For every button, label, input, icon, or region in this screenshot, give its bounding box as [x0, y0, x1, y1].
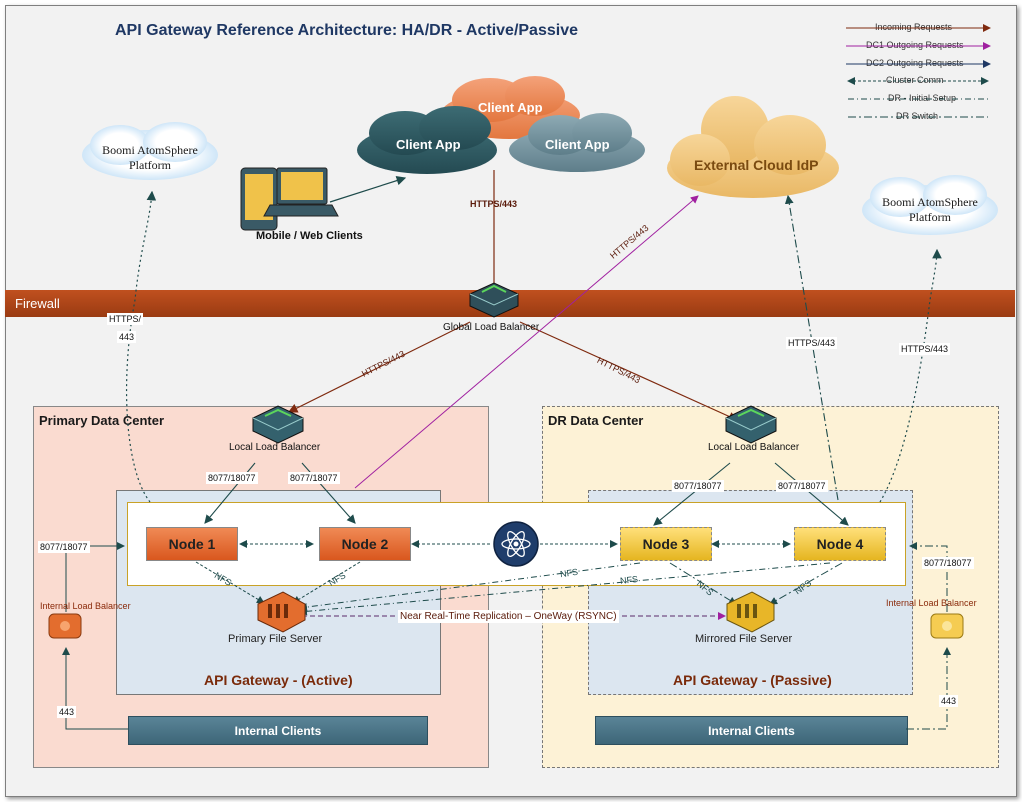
- legend-dc1-outgoing: DC1 Outgoing Requests: [866, 40, 964, 50]
- client-app-right-label: Client App: [545, 137, 610, 152]
- primary-internal-lb-label: Internal Load Balancer: [40, 601, 131, 611]
- dr-port-right-label: 8077/18077: [776, 480, 828, 492]
- https-boomi-right-label: HTTPS/443: [899, 343, 951, 355]
- global-load-balancer-icon: [469, 282, 519, 318]
- diagram-title: API Gateway Reference Architecture: HA/D…: [115, 22, 578, 39]
- primary-internal-lb-icon: [48, 613, 82, 639]
- legend-dr-switch: DR Switch: [896, 111, 939, 121]
- replication-label: Near Real-Time Replication – OneWay (RSY…: [398, 610, 619, 623]
- global-lb-label: Global Load Balancer: [443, 322, 540, 333]
- primary-443-label: 443: [57, 706, 77, 718]
- https-boomi-left-label-2: 443: [117, 331, 137, 343]
- mirrored-file-server-label: Mirrored File Server: [695, 633, 793, 645]
- mobile-web-clients-label: Mobile / Web Clients: [256, 230, 363, 242]
- dr-local-lb-icon: [725, 405, 777, 444]
- cluster-hub-icon: [493, 521, 539, 567]
- client-app-left-label: Client App: [396, 137, 461, 152]
- primary-dc-title: Primary Data Center: [39, 413, 164, 428]
- firewall-label: Firewall: [15, 296, 60, 311]
- node-4: Node 4: [794, 527, 886, 561]
- primary-internal-clients: Internal Clients: [128, 716, 428, 745]
- dr-gateway-title: API Gateway - (Passive): [673, 672, 832, 688]
- client-app-top-label: Client App: [478, 100, 543, 115]
- https-top-label: HTTPS/443: [470, 199, 518, 209]
- dr-internal-lb-icon: [930, 613, 964, 639]
- primary-file-server-icon: [257, 591, 306, 633]
- primary-port-left-label: 8077/18077: [206, 472, 258, 484]
- primary-file-server-label: Primary File Server: [228, 633, 323, 645]
- external-idp-cloud: [667, 96, 839, 198]
- dr-443-label: 443: [939, 695, 959, 707]
- legend-dr-initial: DR - Initial Setup: [888, 93, 957, 103]
- boomi-cloud-left: [82, 122, 218, 180]
- node-1: Node 1: [146, 527, 238, 561]
- node-2: Node 2: [319, 527, 411, 561]
- dr-internal-port-label: 8077/18077: [922, 557, 974, 569]
- legend-dc2-outgoing: DC2 Outgoing Requests: [866, 58, 964, 68]
- dr-port-left-label: 8077/18077: [672, 480, 724, 492]
- mirrored-file-server-icon: [726, 591, 775, 633]
- legend-incoming: Incoming Requests: [875, 22, 953, 32]
- dr-local-lb-label: Local Load Balancer: [708, 442, 800, 453]
- external-idp-label: External Cloud IdP: [694, 157, 819, 173]
- dr-internal-lb-label: Internal Load Balancer: [886, 598, 977, 608]
- boomi-left-label: Boomi AtomSphere Platform: [102, 143, 198, 172]
- primary-port-right-label: 8077/18077: [288, 472, 340, 484]
- https-boomi-left-label-1: HTTPS/: [107, 313, 144, 325]
- primary-internal-port-label: 8077/18077: [38, 541, 90, 553]
- boomi-cloud-right: [862, 175, 998, 235]
- dr-internal-clients: Internal Clients: [595, 716, 908, 745]
- primary-gateway-title: API Gateway - (Active): [204, 672, 353, 688]
- dr-dc-title: DR Data Center: [548, 413, 644, 428]
- node-3: Node 3: [620, 527, 712, 561]
- mobile-web-clients-icon: [240, 167, 339, 231]
- primary-local-lb-label: Local Load Balancer: [229, 442, 321, 453]
- legend-lines: [846, 24, 991, 118]
- boomi-right-label: Boomi AtomSphere Platform: [882, 195, 978, 224]
- primary-local-lb-icon: [252, 405, 304, 444]
- client-app-cloud-left: [357, 106, 497, 174]
- nfs-label-4: NFS: [619, 574, 639, 586]
- client-app-cloud-right: [509, 113, 645, 172]
- https-dr-idp-label: HTTPS/443: [786, 337, 838, 349]
